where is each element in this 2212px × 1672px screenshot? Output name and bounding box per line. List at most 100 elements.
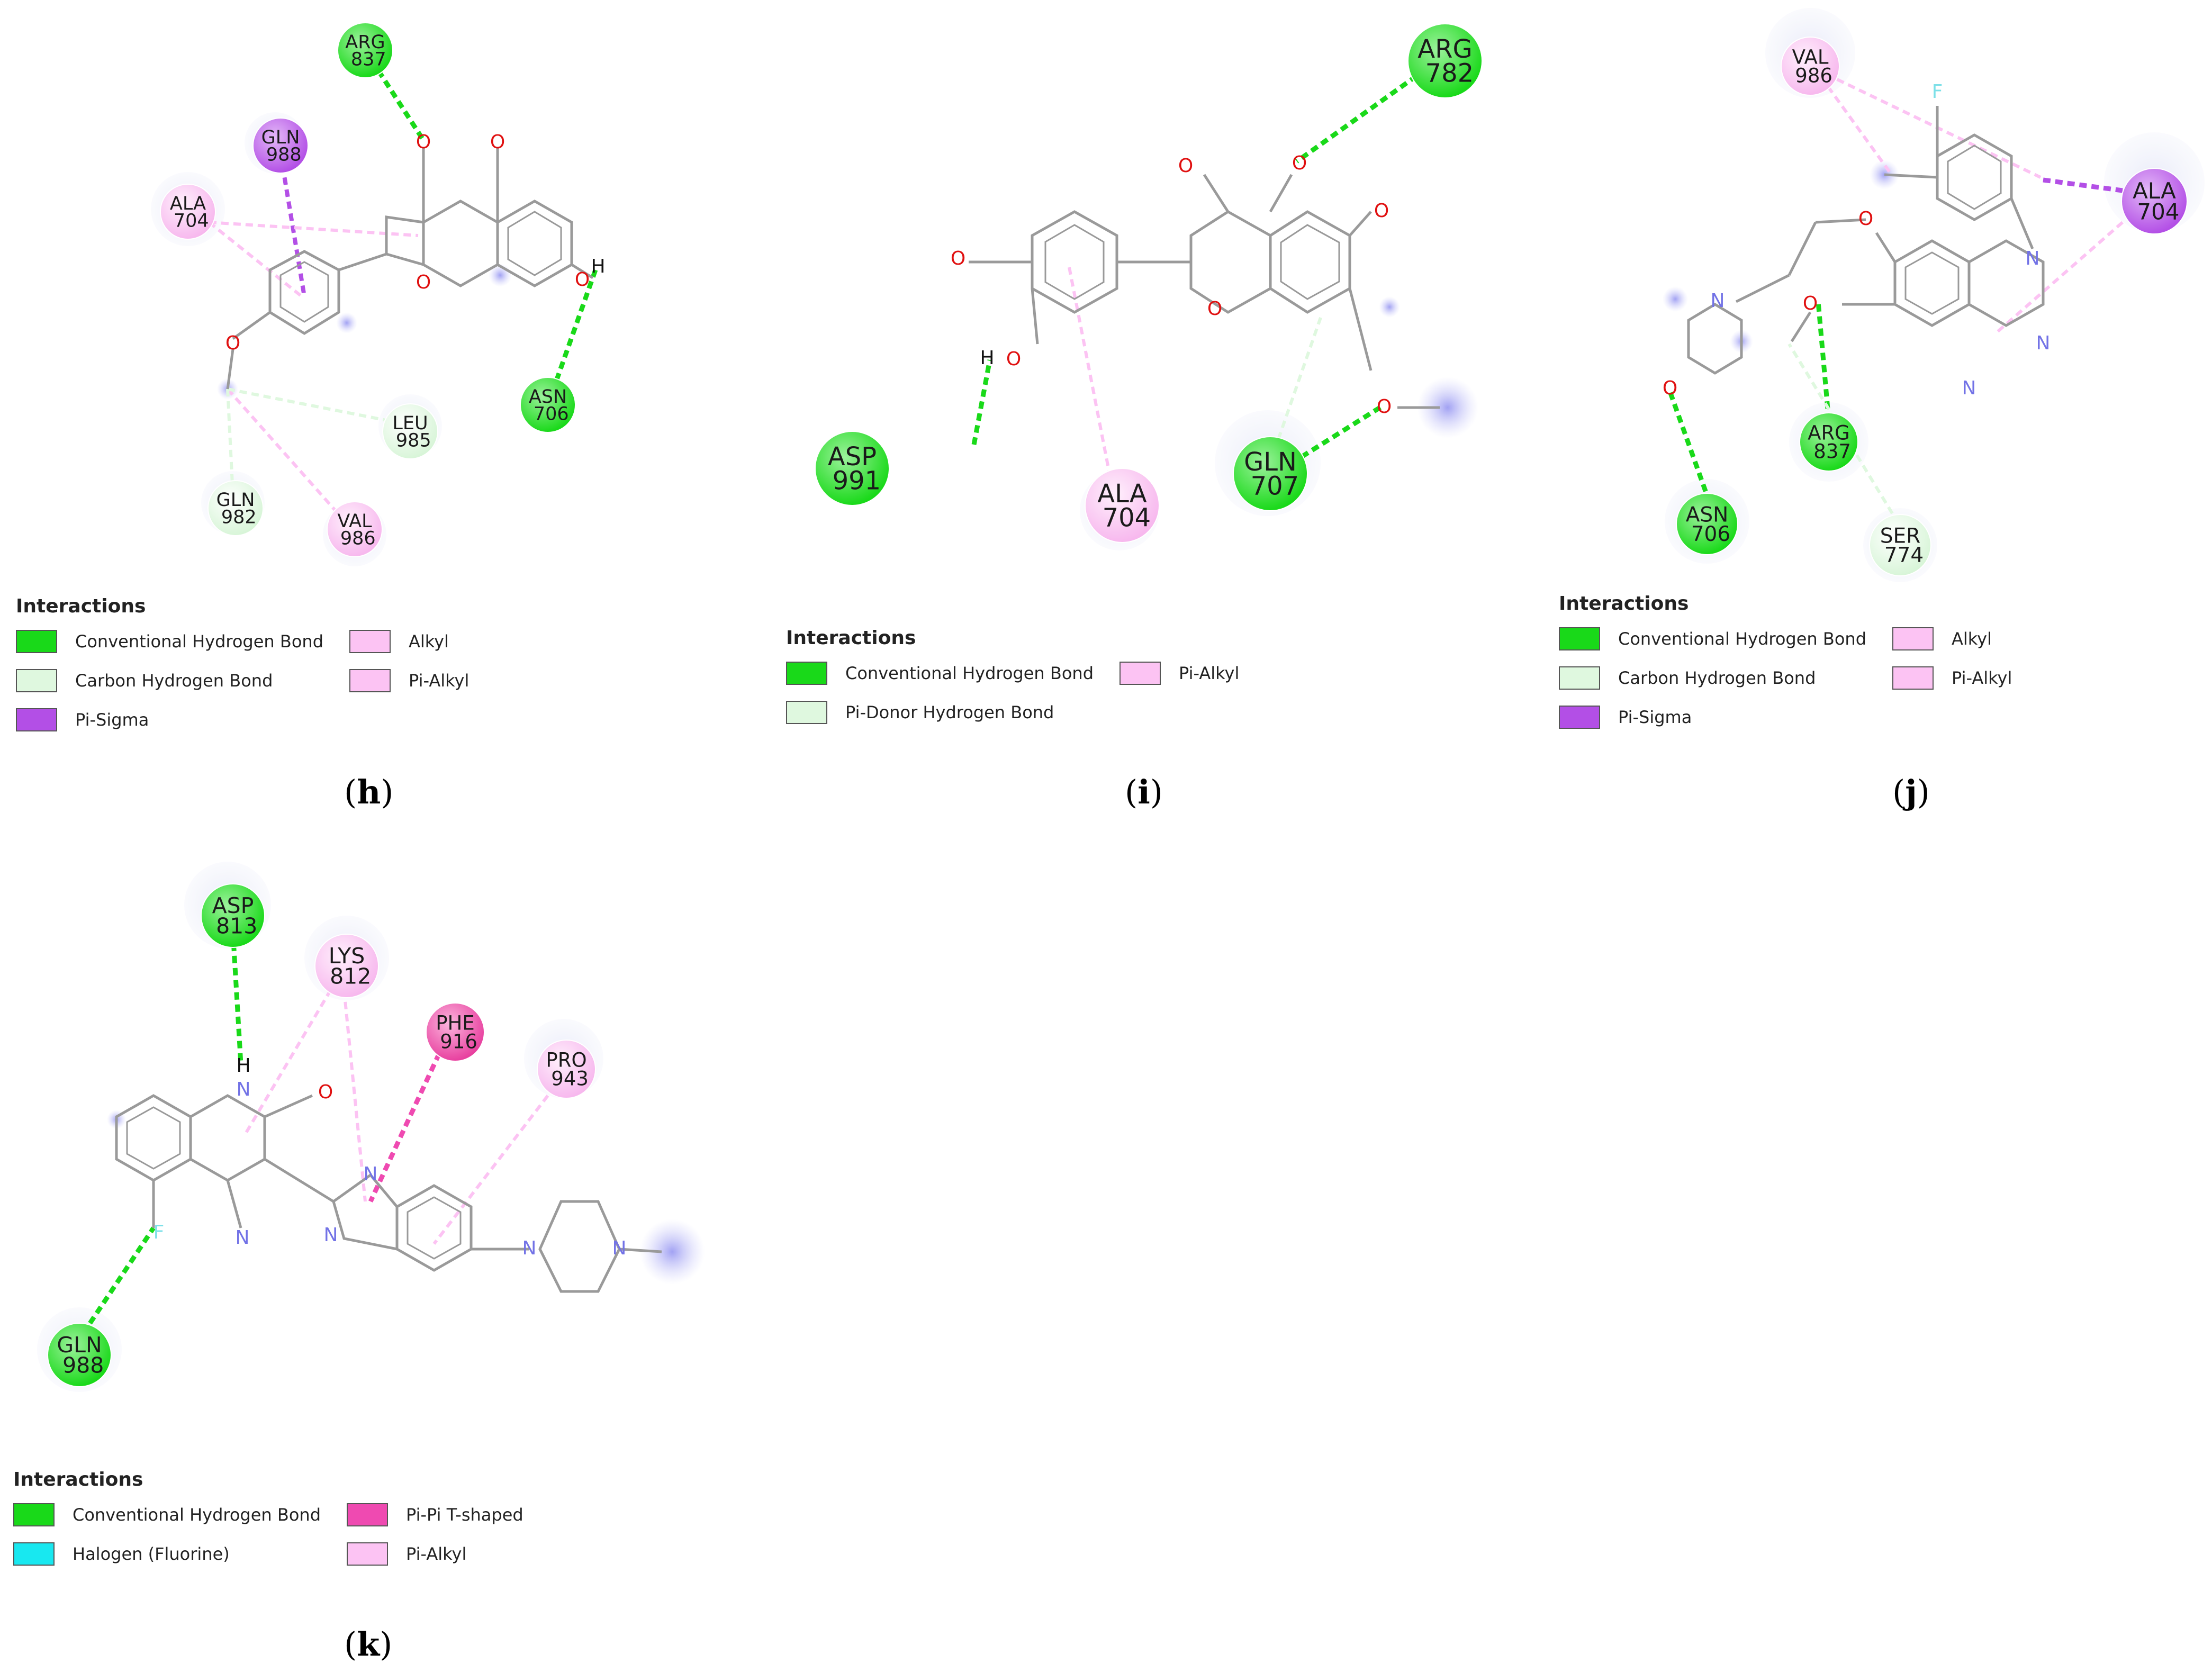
legend-item: Pi-Alkyl <box>1892 665 2093 691</box>
legend-swatch <box>1559 627 1600 650</box>
atom-label: H <box>236 1055 250 1077</box>
atom-label: O <box>1858 208 1873 230</box>
legend-label: Conventional Hydrogen Bond <box>845 663 1094 683</box>
legend-label: Halogen (Fluorine) <box>73 1544 230 1564</box>
atom-label: O <box>1374 200 1389 222</box>
residue-name: ASP <box>828 442 877 472</box>
atom-label: O <box>1377 396 1392 418</box>
legend-swatch <box>13 1503 55 1526</box>
residue-number: 837 <box>1813 440 1851 463</box>
atom-label: O <box>1292 152 1307 174</box>
atom-label: N <box>237 1079 251 1100</box>
atom-label: N <box>2036 332 2051 354</box>
residue-node <box>314 934 379 998</box>
atom-label: O <box>951 248 965 269</box>
caption-paren: ) <box>1150 773 1163 811</box>
residue-number: 706 <box>1691 522 1730 546</box>
legend-label: Carbon Hydrogen Bond <box>75 671 273 691</box>
legend-label: Pi-Pi T-shaped <box>406 1505 523 1525</box>
caption-paren: ) <box>381 773 394 811</box>
ligand-skeleton <box>115 1094 662 1293</box>
residue-node <box>1085 468 1160 543</box>
legend-label: Conventional Hydrogen Bond <box>1618 629 1866 649</box>
legend-item: Carbon Hydrogen Bond <box>1559 665 1892 691</box>
legend-item: Conventional Hydrogen Bond <box>16 629 349 654</box>
legend-swatch <box>1559 666 1600 690</box>
legend-label: Conventional Hydrogen Bond <box>73 1505 321 1525</box>
residue-name: ASP <box>212 893 254 918</box>
atom-label: O <box>575 269 590 291</box>
legend-item: Conventional Hydrogen Bond <box>13 1502 347 1528</box>
legend-item: Pi-Alkyl <box>349 668 550 693</box>
residue-node <box>815 431 890 506</box>
legend-item: Halogen (Fluorine) <box>13 1541 347 1567</box>
residue-node <box>1676 493 1738 555</box>
legend-swatch <box>1559 706 1600 729</box>
interaction-line <box>342 989 367 1202</box>
residue-number: 982 <box>221 507 257 528</box>
residue-name: LYS <box>329 943 365 969</box>
panel-k-diagram <box>37 862 705 1392</box>
residue-node <box>382 403 438 459</box>
atom-label: O <box>416 272 431 293</box>
legend-swatch <box>16 630 57 653</box>
atom-label: O <box>1207 298 1222 320</box>
residue-name: PHE <box>436 1012 475 1035</box>
caption-letter: h <box>357 773 381 811</box>
residue-number: 812 <box>330 964 371 989</box>
interaction-line <box>88 1226 156 1325</box>
residue-name: ALA <box>1097 479 1147 509</box>
residue-number: 837 <box>351 49 386 70</box>
residue-node <box>537 1040 596 1099</box>
residue-node <box>1233 436 1308 511</box>
residue-name: LEU <box>392 413 428 434</box>
residue-name: VAL <box>1792 46 1829 69</box>
blur-spot <box>1417 377 1478 438</box>
interaction-line <box>1277 317 1322 440</box>
legend-label: Pi-Sigma <box>1618 707 1692 727</box>
panel-i-diagram <box>969 67 1478 550</box>
atom-label: O <box>416 131 431 153</box>
blur-spot <box>639 1219 705 1285</box>
interaction-line <box>230 931 243 1064</box>
blur-spot <box>1663 286 1688 312</box>
interaction-line <box>1819 76 1891 173</box>
residue-number: 704 <box>174 211 209 232</box>
residue-number: 943 <box>551 1067 589 1090</box>
residue-number: 988 <box>266 144 302 166</box>
legend-item: Conventional Hydrogen Bond <box>1559 626 1892 652</box>
residue-node <box>1799 412 1858 472</box>
legend-swatch <box>1892 666 1934 690</box>
atom-label: N <box>1962 377 1976 399</box>
residue-number: 991 <box>833 466 881 495</box>
residue-node <box>252 118 309 174</box>
atom-label: O <box>225 332 240 354</box>
legend-item: Alkyl <box>1892 626 2093 652</box>
interaction-line <box>1816 301 1831 421</box>
residue-name: GLN <box>57 1332 102 1358</box>
atom-label: O <box>490 131 505 153</box>
legend-swatch <box>349 669 391 692</box>
caption-letter: j <box>1905 773 1917 811</box>
legend-label: Pi-Alkyl <box>406 1544 467 1564</box>
legend-swatch <box>786 662 827 685</box>
interaction-line <box>226 388 354 530</box>
legend-swatch <box>347 1503 388 1526</box>
interaction-line <box>1825 73 2042 179</box>
legend-label: Pi-Alkyl <box>1179 663 1240 683</box>
residue-node <box>207 480 264 536</box>
residue-name: ARG <box>1418 34 1472 64</box>
